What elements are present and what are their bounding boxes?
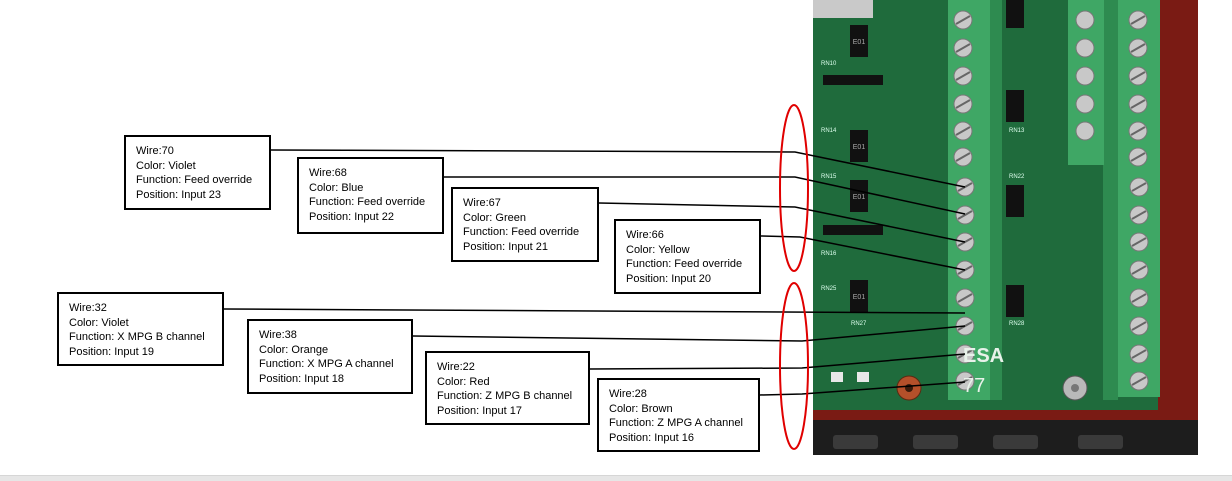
pcb-photo: E01 E01 E01 E01 RN10 RN13 RN14 RN22 RN15… (813, 0, 1198, 455)
wire-color: Color: Violet (136, 159, 196, 172)
ic-chip (850, 280, 868, 312)
resistor-label: RN13 (1009, 128, 1025, 134)
wire-function: Function: Z MPG A channel (609, 417, 743, 429)
wire-color: Color: Red (437, 375, 490, 388)
resistor-label: RN10 (821, 61, 837, 67)
wire-color: Color: Brown (609, 402, 673, 415)
leader-line-22 (589, 353, 966, 370)
wire-callout-22: Wire:22 Color: Red Function: Z MPG B cha… (425, 351, 590, 425)
resistor-label: RN28 (1009, 321, 1025, 327)
wire-color: Color: Blue (309, 181, 364, 194)
rail-slot (833, 435, 878, 449)
wire-position: Position: Input 21 (463, 240, 549, 253)
leader-line-70 (270, 149, 966, 188)
wire-number: Wire:70 (136, 145, 174, 157)
leader-line-66 (760, 235, 966, 271)
chip-label: E01 (853, 294, 866, 301)
window-bottom-bar (0, 475, 1232, 481)
board-brand: ESA (963, 345, 1004, 367)
screw-column-middle (1075, 10, 1095, 141)
wire-number: Wire:28 (609, 388, 647, 400)
resistor-label: RN14 (821, 128, 837, 134)
ic-chip (850, 25, 868, 57)
resistor-label: RN27 (851, 321, 867, 327)
highlight-ellipse-upper (779, 104, 809, 272)
leader-line-38 (412, 325, 966, 342)
wire-number: Wire:68 (309, 167, 347, 179)
wire-position: Position: Input 17 (437, 404, 523, 417)
wire-position: Position: Input 18 (259, 372, 345, 385)
terminal-block-side (990, 0, 1002, 400)
wire-position: Position: Input 23 (136, 188, 222, 201)
ic-chip (850, 130, 868, 162)
resistor-label: RN22 (1009, 174, 1025, 180)
resistor-network (823, 75, 883, 85)
rail-slot (1078, 435, 1123, 449)
wire-position: Position: Input 19 (69, 345, 155, 358)
wire-function: Function: Feed override (626, 258, 743, 270)
wire-callout-70: Wire:70 Color: Violet Function: Feed ove… (124, 135, 271, 210)
ic-chip (1006, 0, 1024, 28)
wire-position: Position: Input 22 (309, 210, 395, 223)
leader-line-28 (759, 381, 966, 396)
wire-number: Wire:32 (69, 302, 107, 314)
wire-color: Color: Orange (259, 343, 329, 356)
wire-callout-32: Wire:32 Color: Violet Function: X MPG B … (57, 292, 224, 366)
highlight-ellipse-lower (779, 282, 809, 450)
terminal-block-side (1103, 0, 1118, 400)
led-indicator (831, 372, 843, 382)
ic-chip (1006, 90, 1024, 122)
wire-function: Function: X MPG B channel (69, 331, 205, 343)
chip-label: E01 (853, 144, 866, 151)
ic-chip (850, 180, 868, 212)
wire-function: Function: Z MPG B channel (437, 390, 573, 402)
wire-function: Function: Feed override (136, 174, 253, 186)
chip-label: E01 (853, 194, 866, 201)
ic-chip (1006, 285, 1024, 317)
wire-color: Color: Violet (69, 316, 129, 329)
board-corner-bracket (813, 0, 873, 18)
ic-chip (1006, 185, 1024, 217)
rail-slot (913, 435, 958, 449)
screw-column-right (1128, 10, 1149, 391)
wire-callout-68: Wire:68 Color: Blue Function: Feed overr… (297, 157, 444, 234)
wire-callout-38: Wire:38 Color: Orange Function: X MPG A … (247, 319, 413, 394)
wire-position: Position: Input 16 (609, 431, 695, 444)
board-number: 77 (963, 375, 985, 397)
wire-color: Color: Yellow (626, 243, 690, 256)
chip-label: E01 (853, 39, 866, 46)
wire-callout-66: Wire:66 Color: Yellow Function: Feed ove… (614, 219, 761, 294)
resistor-network (823, 225, 883, 235)
wire-function: Function: Feed override (309, 196, 426, 208)
led-indicator (857, 372, 869, 382)
wire-number: Wire:66 (626, 229, 664, 241)
resistor-label: RN25 (821, 286, 837, 292)
wire-callout-28: Wire:28 Color: Brown Function: Z MPG A c… (597, 378, 760, 452)
wire-number: Wire:38 (259, 329, 297, 341)
wire-color: Color: Green (463, 211, 526, 224)
rail-slot (993, 435, 1038, 449)
wire-number: Wire:67 (463, 197, 501, 209)
terminal-block-upper-left (948, 0, 990, 175)
wire-position: Position: Input 20 (626, 272, 712, 285)
wire-function: Function: X MPG A channel (259, 358, 394, 370)
resistor-label: RN15 (821, 174, 837, 180)
wire-number: Wire:22 (437, 361, 475, 373)
resistor-label: RN16 (821, 251, 837, 257)
leader-line-32 (223, 308, 966, 314)
leader-line-67 (598, 202, 966, 243)
wire-callout-67: Wire:67 Color: Green Function: Feed over… (451, 187, 599, 262)
leader-line-68 (444, 176, 966, 215)
wire-function: Function: Feed override (463, 226, 580, 238)
